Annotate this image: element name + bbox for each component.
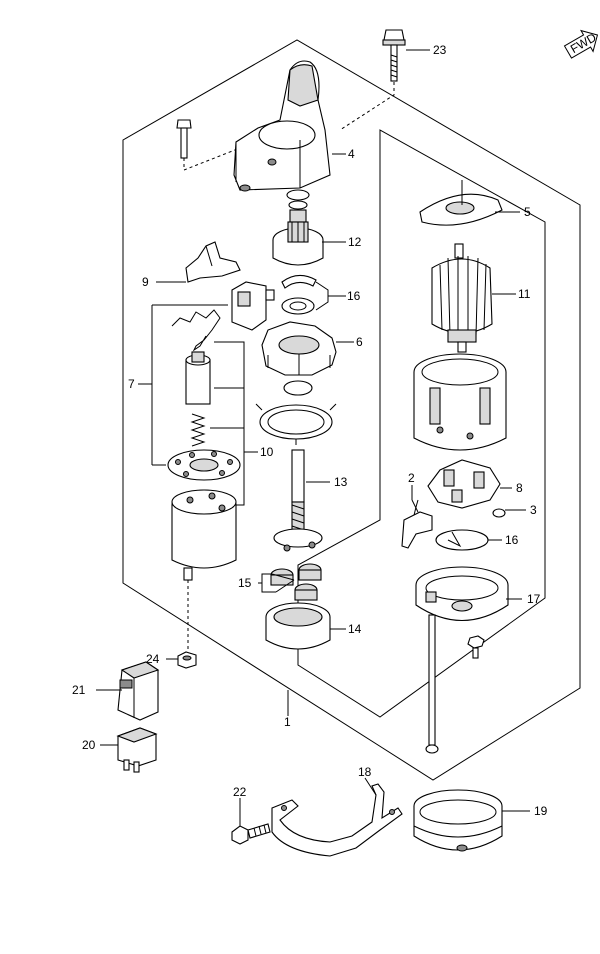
spacer: [289, 209, 307, 223]
callout-6: 6: [356, 335, 363, 349]
brush-holder-part-8: [409, 459, 501, 541]
callout-24: 24: [146, 652, 160, 666]
callout-11: 11: [518, 287, 531, 301]
bracket-part-18: [271, 783, 403, 857]
plunger: [185, 351, 211, 405]
insulator-part-16-lower: [435, 529, 489, 551]
plate-part-5: [419, 180, 503, 226]
front-housing-part-4: [233, 60, 331, 192]
lead-wire-part-2: [401, 511, 433, 549]
bolt-part-22: [231, 823, 271, 845]
callout-23: 23: [433, 43, 447, 57]
callout-7: 7: [128, 377, 135, 391]
washer: [288, 200, 308, 210]
wire-loop: [171, 309, 221, 352]
yoke-frame: [413, 353, 507, 451]
nut-part-24: [177, 651, 197, 669]
washer: [286, 189, 310, 201]
callout-10: 10: [260, 445, 274, 459]
subassembly-outline: [297, 129, 546, 718]
callout-9: 9: [142, 275, 149, 289]
callout-13: 13: [334, 475, 348, 489]
callout-3: 3: [530, 503, 537, 517]
gear-holder-part-6: [261, 321, 337, 376]
internal-gear-part-14: [265, 602, 331, 650]
gasket: [255, 403, 337, 445]
callout-1: 1: [284, 715, 291, 729]
callout-4: 4: [348, 147, 355, 161]
bolt-small: [176, 119, 241, 171]
callout-8: 8: [516, 481, 523, 495]
callout-2: 2: [408, 471, 415, 485]
rear-cover-part-17: [415, 566, 509, 621]
callout-labels: 1 2 3 4 5 6 7 8 9 10 11 12 13 14 15 16 1…: [72, 43, 548, 818]
callout-20: 20: [82, 738, 96, 752]
callout-14: 14: [348, 622, 362, 636]
callout-17: 17: [527, 592, 541, 606]
spring: [190, 413, 206, 447]
callout-12: 12: [348, 235, 362, 249]
through-bolt: [425, 614, 439, 754]
fwd-arrow-icon: FWD: [563, 29, 599, 59]
washer: [283, 380, 313, 396]
assembly-outline: [122, 39, 581, 781]
solenoid-switch: [231, 281, 275, 331]
relay-part-20: [116, 727, 158, 773]
callout-5: 5: [524, 205, 531, 219]
screw-part-3: [492, 508, 506, 518]
callout-22: 22: [233, 785, 247, 799]
bolt-part-23: [339, 29, 406, 131]
band-part-19: [413, 789, 503, 852]
lever-part-9: [185, 241, 241, 283]
leader-lines: [96, 49, 530, 826]
end-plate: [167, 449, 241, 481]
relay-part-21: [117, 661, 160, 721]
callout-21: 21: [72, 683, 86, 697]
planet-gears-part-15: [270, 563, 322, 601]
pinion-part-12: [272, 221, 324, 266]
screw-small: [467, 635, 485, 659]
armature-part-11: [431, 243, 493, 353]
clip-parts-16-upper: [281, 274, 317, 315]
shaft-part-13: [273, 449, 323, 552]
motor-body: [171, 489, 237, 650]
callout-19: 19: [534, 804, 548, 818]
callout-16-upper: 16: [347, 289, 361, 303]
callout-18: 18: [358, 765, 372, 779]
callout-16-lower: 16: [505, 533, 519, 547]
callout-15: 15: [238, 576, 252, 590]
